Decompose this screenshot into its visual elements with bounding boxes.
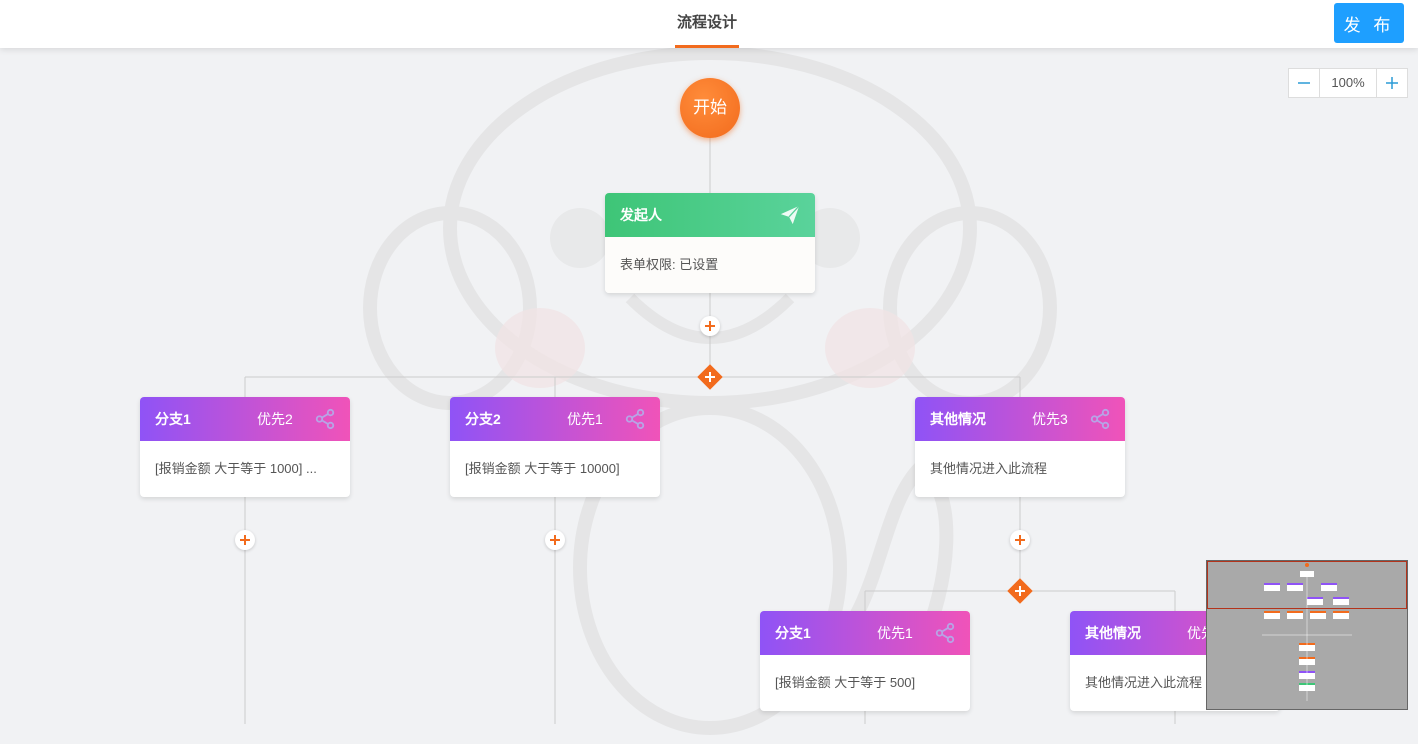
branch-condition: [报销金额 大于等于 10000] bbox=[465, 461, 620, 476]
initiator-content: 表单权限: 已设置 bbox=[605, 237, 815, 293]
minimap-viewport[interactable] bbox=[1207, 561, 1407, 609]
branch-condition: [报销金额 大于等于 1000] ... bbox=[155, 461, 317, 476]
add-node-button[interactable] bbox=[700, 316, 720, 336]
tab-flow-design[interactable]: 流程设计 bbox=[675, 0, 739, 48]
branch-priority: 优先2 bbox=[257, 411, 293, 427]
zoom-control: 100% bbox=[1288, 68, 1408, 98]
share-icon[interactable] bbox=[934, 622, 956, 644]
plus-icon bbox=[240, 535, 250, 545]
branch-condition: [报销金额 大于等于 500] bbox=[775, 675, 916, 690]
branch-node[interactable]: 其他情况 优先3 其他情况进入此流程 bbox=[915, 397, 1125, 497]
add-node-button[interactable] bbox=[235, 530, 255, 550]
add-node-button[interactable] bbox=[1010, 530, 1030, 550]
branch-node-header: 其他情况 优先3 bbox=[915, 397, 1125, 441]
plus-icon bbox=[705, 321, 715, 331]
paper-plane-icon bbox=[780, 205, 800, 225]
minimap-preview bbox=[1262, 563, 1352, 701]
add-condition-button[interactable] bbox=[697, 364, 723, 390]
plus-icon bbox=[1015, 535, 1025, 545]
minimap[interactable] bbox=[1206, 560, 1408, 710]
start-node[interactable]: 开始 bbox=[680, 78, 740, 138]
branch-title: 其他情况 bbox=[930, 411, 986, 427]
plus-icon bbox=[1015, 586, 1025, 596]
share-icon[interactable] bbox=[1089, 408, 1111, 430]
plus-icon bbox=[1386, 77, 1398, 89]
sub-branch-node[interactable]: 分支1 优先1 [报销金额 大于等于 500] bbox=[760, 611, 970, 711]
zoom-in-button[interactable] bbox=[1377, 69, 1407, 97]
branch-node-header: 分支2 优先1 bbox=[450, 397, 660, 441]
branch-title: 分支1 bbox=[155, 411, 191, 427]
minus-icon bbox=[1298, 82, 1310, 84]
plus-icon bbox=[705, 372, 715, 382]
initiator-node-header: 发起人 bbox=[605, 193, 815, 237]
plus-icon bbox=[550, 535, 560, 545]
branch-title: 分支2 bbox=[465, 411, 501, 427]
zoom-value: 100% bbox=[1319, 69, 1377, 97]
branch-condition: 其他情况进入此流程 bbox=[930, 461, 1048, 476]
branch-title: 其他情况 bbox=[1085, 625, 1141, 641]
branch-priority: 优先1 bbox=[567, 411, 603, 427]
branch-node-header: 分支1 优先1 bbox=[760, 611, 970, 655]
branch-title: 分支1 bbox=[775, 625, 811, 641]
add-node-button[interactable] bbox=[545, 530, 565, 550]
add-condition-button[interactable] bbox=[1007, 578, 1033, 604]
initiator-node[interactable]: 发起人 表单权限: 已设置 bbox=[605, 193, 815, 293]
branch-priority: 优先3 bbox=[1032, 411, 1068, 427]
share-icon[interactable] bbox=[314, 408, 336, 430]
zoom-out-button[interactable] bbox=[1289, 69, 1319, 97]
share-icon[interactable] bbox=[624, 408, 646, 430]
branch-priority: 优先1 bbox=[877, 625, 913, 641]
top-bar: 流程设计 发 布 bbox=[0, 0, 1418, 48]
branch-node[interactable]: 分支1 优先2 [报销金额 大于等于 1000] ... bbox=[140, 397, 350, 497]
branch-node[interactable]: 分支2 优先1 [报销金额 大于等于 10000] bbox=[450, 397, 660, 497]
branch-node-header: 分支1 优先2 bbox=[140, 397, 350, 441]
initiator-title: 发起人 bbox=[620, 207, 662, 223]
publish-button[interactable]: 发 布 bbox=[1334, 3, 1404, 43]
